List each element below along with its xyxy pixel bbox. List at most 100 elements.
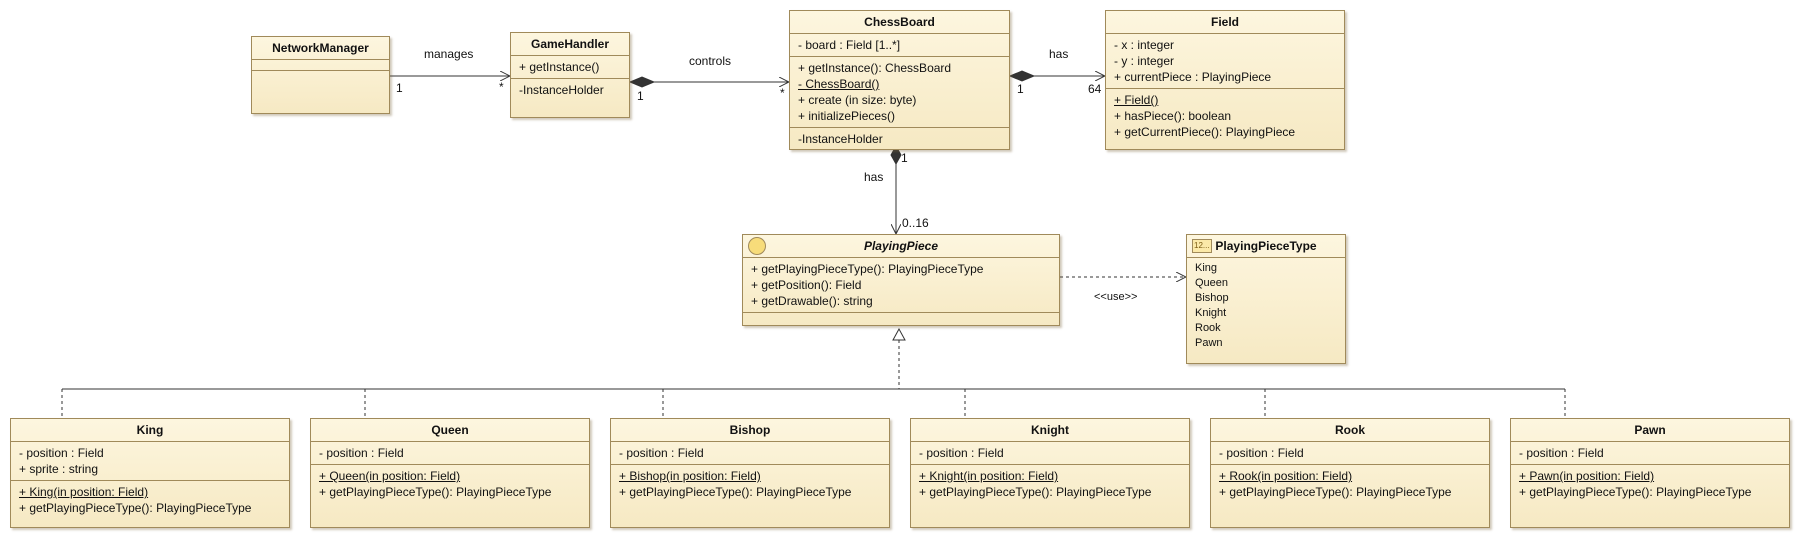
class-networkmanager-name: NetworkManager xyxy=(252,37,389,60)
enumeration-icon: 12... xyxy=(1192,239,1212,253)
class-queen-operations: + Queen(in position: Field) + getPlaying… xyxy=(311,465,589,503)
enum-playingpiecetype[interactable]: 12... PlayingPieceType King Queen Bishop… xyxy=(1186,234,1346,364)
class-chessboard-operations: + getInstance(): ChessBoard - ChessBoard… xyxy=(790,57,1009,128)
class-networkmanager[interactable]: NetworkManager xyxy=(251,36,390,114)
class-bishop[interactable]: Bishop - position : Field + Bishop(in po… xyxy=(610,418,890,528)
attribute: - position : Field xyxy=(919,446,1004,460)
operation: + Rook(in position: Field) xyxy=(1219,469,1353,483)
enum-literal: Pawn xyxy=(1195,337,1223,349)
operation: + getPlayingPieceType(): PlayingPieceTyp… xyxy=(751,262,984,276)
class-chessboard-inner: -InstanceHolder xyxy=(790,128,1009,150)
enum-playingpiecetype-label: PlayingPieceType xyxy=(1215,239,1317,253)
class-field[interactable]: Field - x : integer - y : integer + curr… xyxy=(1105,10,1345,150)
class-gamehandler[interactable]: GameHandler + getInstance() -InstanceHol… xyxy=(510,32,630,118)
has-field-multiplicity-1: 1 xyxy=(1017,82,1024,96)
enum-literal: Knight xyxy=(1195,307,1227,319)
operation: + getInstance() xyxy=(519,60,600,74)
attribute: - position : Field xyxy=(319,446,404,460)
operation: + Pawn(in position: Field) xyxy=(1519,469,1655,483)
interface-playingpiece-operations: + getPlayingPieceType(): PlayingPieceTyp… xyxy=(743,258,1059,313)
class-field-operations: + Field() + hasPiece(): boolean + getCur… xyxy=(1106,89,1344,143)
class-field-attributes: - x : integer - y : integer + currentPie… xyxy=(1106,34,1344,89)
enum-literal: Queen xyxy=(1195,277,1229,289)
class-knight-operations: + Knight(in position: Field) + getPlayin… xyxy=(911,465,1189,503)
class-king-name: King xyxy=(11,419,289,442)
attribute: - board : Field [1..*] xyxy=(798,38,901,52)
realization-triangle xyxy=(892,327,906,341)
has-field-composition-diamond xyxy=(1008,70,1036,82)
controls-composition-diamond xyxy=(628,76,656,88)
operation: + create (in size: byte) xyxy=(798,93,917,107)
operation: + getPlayingPieceType(): PlayingPieceTyp… xyxy=(1519,485,1752,499)
class-chessboard[interactable]: ChessBoard - board : Field [1..*] + getI… xyxy=(789,10,1010,150)
class-bishop-name: Bishop xyxy=(611,419,889,442)
class-bishop-attributes: - position : Field xyxy=(611,442,889,465)
has-field-multiplicity-64: 64 xyxy=(1088,82,1102,96)
controls-multiplicity-star: * xyxy=(780,86,785,100)
enum-playingpiecetype-literals: King Queen Bishop Knight Rook Pawn xyxy=(1187,258,1345,354)
class-rook-name: Rook xyxy=(1211,419,1489,442)
operation: + getPlayingPieceType(): PlayingPieceTyp… xyxy=(319,485,552,499)
use-stereotype-label: <<use>> xyxy=(1094,291,1138,303)
operation: + hasPiece(): boolean xyxy=(1114,109,1232,123)
class-queen-attributes: - position : Field xyxy=(311,442,589,465)
class-gamehandler-inner: -InstanceHolder xyxy=(511,79,629,101)
interface-icon xyxy=(748,237,766,255)
manages-multiplicity-star: * xyxy=(499,80,504,94)
controls-label: controls xyxy=(689,54,732,68)
operation: - ChessBoard() xyxy=(798,77,880,91)
operation: + initializePieces() xyxy=(798,109,896,123)
controls-multiplicity-1: 1 xyxy=(637,89,644,103)
has-piece-multiplicity-1: 1 xyxy=(901,151,908,165)
interface-playingpiece[interactable]: PlayingPiece + getPlayingPieceType(): Pl… xyxy=(742,234,1060,326)
attribute: - position : Field xyxy=(619,446,704,460)
operation: + Bishop(in position: Field) xyxy=(619,469,761,483)
operation: + Queen(in position: Field) xyxy=(319,469,461,483)
attribute: + currentPiece : PlayingPiece xyxy=(1114,70,1272,84)
operation: + Knight(in position: Field) xyxy=(919,469,1059,483)
operation: + getPlayingPieceType(): PlayingPieceTyp… xyxy=(19,501,252,515)
enum-literal: Bishop xyxy=(1195,292,1229,304)
attribute: + sprite : string xyxy=(19,462,99,476)
class-networkmanager-attributes xyxy=(252,60,389,71)
class-field-name: Field xyxy=(1106,11,1344,34)
enum-playingpiecetype-name: 12... PlayingPieceType xyxy=(1187,235,1345,258)
class-bishop-operations: + Bishop(in position: Field) + getPlayin… xyxy=(611,465,889,503)
interface-playingpiece-name: PlayingPiece xyxy=(743,235,1059,258)
operation: + getPosition(): Field xyxy=(751,278,862,292)
operation: + getPlayingPieceType(): PlayingPieceTyp… xyxy=(619,485,852,499)
enum-literal: Rook xyxy=(1195,322,1221,334)
attribute: - position : Field xyxy=(19,446,104,460)
operation: + getInstance(): ChessBoard xyxy=(798,61,952,75)
manages-multiplicity-1: 1 xyxy=(396,81,403,95)
inner-class: -InstanceHolder xyxy=(798,132,883,146)
operation: + Field() xyxy=(1114,93,1159,107)
class-queen-name: Queen xyxy=(311,419,589,442)
interface-playingpiece-label: PlayingPiece xyxy=(863,239,939,253)
class-king[interactable]: King - position : Field + sprite : strin… xyxy=(10,418,290,528)
class-chessboard-name: ChessBoard xyxy=(790,11,1009,34)
class-pawn[interactable]: Pawn - position : Field + Pawn(in positi… xyxy=(1510,418,1790,528)
class-rook[interactable]: Rook - position : Field + Rook(in positi… xyxy=(1210,418,1490,528)
has-field-label: has xyxy=(1049,47,1069,61)
enum-literal: King xyxy=(1195,262,1218,274)
class-rook-attributes: - position : Field xyxy=(1211,442,1489,465)
class-king-attributes: - position : Field + sprite : string xyxy=(11,442,289,481)
operation: + getDrawable(): string xyxy=(751,294,873,308)
class-gamehandler-operations: + getInstance() xyxy=(511,56,629,79)
class-knight[interactable]: Knight - position : Field + Knight(in po… xyxy=(910,418,1190,528)
inner-class: -InstanceHolder xyxy=(519,83,604,97)
class-rook-operations: + Rook(in position: Field) + getPlayingP… xyxy=(1211,465,1489,503)
interface-playingpiece-empty xyxy=(743,313,1059,323)
class-queen[interactable]: Queen - position : Field + Queen(in posi… xyxy=(310,418,590,528)
class-pawn-operations: + Pawn(in position: Field) + getPlayingP… xyxy=(1511,465,1789,503)
attribute: - position : Field xyxy=(1219,446,1304,460)
class-pawn-attributes: - position : Field xyxy=(1511,442,1789,465)
manages-label: manages xyxy=(424,47,474,61)
operation: + King(in position: Field) xyxy=(19,485,149,499)
has-piece-label: has xyxy=(864,170,884,184)
attribute: - x : integer xyxy=(1114,38,1175,52)
attribute: - position : Field xyxy=(1519,446,1604,460)
operation: + getPlayingPieceType(): PlayingPieceTyp… xyxy=(919,485,1152,499)
